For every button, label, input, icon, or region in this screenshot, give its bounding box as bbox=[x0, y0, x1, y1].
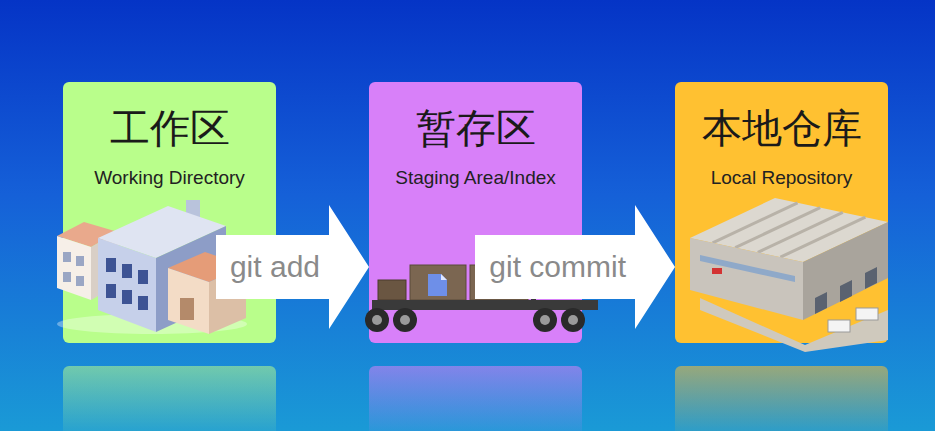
factory-illustration bbox=[63, 272, 71, 282]
truck-illustration bbox=[393, 308, 417, 332]
factory-illustration bbox=[57, 236, 91, 300]
factory-illustration bbox=[122, 290, 132, 304]
label-patch: git add bbox=[216, 235, 330, 299]
box-title: 暂存区 bbox=[416, 104, 536, 152]
edge-label: git commit bbox=[489, 250, 626, 283]
truck-illustration bbox=[372, 315, 382, 325]
truck-illustration bbox=[561, 308, 585, 332]
factory-illustration bbox=[106, 258, 116, 272]
truck-illustration bbox=[410, 265, 466, 300]
truck-illustration bbox=[378, 280, 406, 300]
box-reflection bbox=[675, 366, 888, 431]
warehouse-illustration bbox=[712, 268, 722, 274]
truck-illustration bbox=[365, 308, 389, 332]
box-reflection bbox=[63, 366, 276, 431]
stage-box: 本地仓库 Local Repository bbox=[675, 82, 888, 343]
box-reflection bbox=[369, 366, 582, 431]
box-subtitle: Local Repository bbox=[711, 166, 853, 189]
box-subtitle: Staging Area/Index bbox=[395, 166, 556, 189]
factory-illustration bbox=[76, 256, 84, 266]
warehouse-illustration bbox=[700, 255, 795, 282]
stage-box: 暂存区 Staging Area/Index bbox=[369, 82, 582, 343]
warehouse-illustration bbox=[815, 292, 827, 314]
warehouse-illustration bbox=[803, 222, 888, 320]
label-patch: git commit bbox=[475, 235, 636, 299]
warehouse-illustration bbox=[690, 238, 803, 320]
factory-illustration bbox=[138, 270, 148, 284]
truck-illustration bbox=[568, 315, 578, 325]
factory-illustration bbox=[76, 276, 84, 286]
box-title: 本地仓库 bbox=[702, 104, 862, 152]
warehouse-illustration bbox=[828, 320, 850, 332]
factory-illustration bbox=[63, 252, 71, 262]
stage-box: 工作区 Working Directory bbox=[63, 82, 276, 343]
warehouse-illustration bbox=[865, 267, 877, 289]
truck-illustration bbox=[441, 274, 447, 280]
box-reflection bbox=[63, 366, 888, 431]
truck-illustration bbox=[400, 315, 410, 325]
factory-illustration bbox=[168, 268, 209, 334]
factory-illustration bbox=[122, 264, 132, 278]
warehouse-illustration bbox=[690, 198, 888, 352]
truck-illustration bbox=[533, 308, 557, 332]
truck-illustration bbox=[540, 315, 550, 325]
factory-illustration bbox=[98, 238, 156, 332]
truck-illustration bbox=[428, 274, 447, 296]
factory-illustration bbox=[106, 284, 116, 298]
box-title: 工作区 bbox=[110, 104, 230, 152]
warehouse-illustration bbox=[856, 308, 878, 320]
factory-illustration bbox=[138, 296, 148, 310]
warehouse-illustration bbox=[840, 280, 852, 302]
edge-label: git add bbox=[230, 250, 320, 283]
factory-illustration bbox=[180, 298, 194, 320]
box-subtitle: Working Directory bbox=[94, 166, 245, 189]
